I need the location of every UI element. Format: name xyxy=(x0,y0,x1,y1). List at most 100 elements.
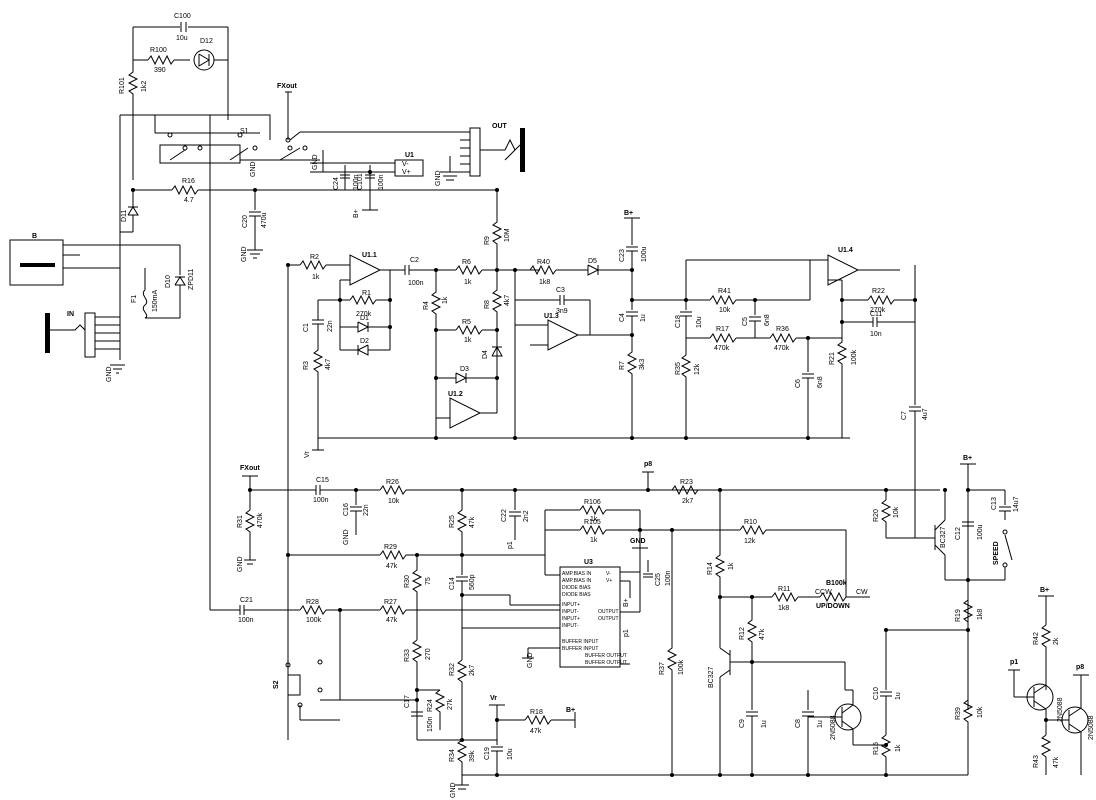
r32-label: R32 xyxy=(449,663,456,676)
clipper-section: R6 1k R4 1k R5 1k D3 U1.2 R9 10M R8 4k7 … xyxy=(423,190,632,438)
fxout-mid-label: FXout xyxy=(240,465,260,472)
c25-label: C25 xyxy=(655,573,662,586)
r43-value: 47k xyxy=(1053,756,1060,768)
c8-value: 1u xyxy=(817,720,824,728)
c12-label: C12 xyxy=(955,527,962,540)
r29-label: R29 xyxy=(384,544,397,551)
r31-label: R31 xyxy=(237,515,244,528)
gnd-label-in: GND xyxy=(106,366,113,382)
c16-label: C16 xyxy=(343,503,350,516)
gnd-label-c20: GND xyxy=(241,246,248,262)
b100k-label: B100k xyxy=(826,580,847,587)
c9-value: 1u xyxy=(761,720,768,728)
c11-label: C11 xyxy=(870,311,882,318)
c22-label: C22 xyxy=(501,509,508,522)
c17-label: C17 xyxy=(404,695,411,708)
bplus-label-4: B+ xyxy=(566,707,575,714)
r33-label: R33 xyxy=(404,649,411,662)
q-2n5088-label-1: 2N5088 xyxy=(830,715,837,740)
r16-value: 4.7 xyxy=(184,197,194,204)
r5-label: R5 xyxy=(462,319,471,326)
c15-label: C15 xyxy=(316,477,329,484)
r16-label: R16 xyxy=(182,178,195,185)
r26-value: 10k xyxy=(388,498,400,505)
r30-value: 75 xyxy=(425,577,432,585)
bplus-label-3: B+ xyxy=(623,598,630,607)
r17-value: 470k xyxy=(714,345,730,352)
s1-label: S1 xyxy=(240,128,249,135)
r27-value: 47k xyxy=(386,617,398,624)
d10-value: ZPD11 xyxy=(188,269,195,290)
r24-value: 27k xyxy=(447,698,454,710)
r29-value: 47k xyxy=(386,563,398,570)
updown-label: UP/DOWN xyxy=(816,603,850,610)
r37-value: 100k xyxy=(678,659,685,675)
c101-label: C101 xyxy=(357,173,364,190)
u1-1-opamp xyxy=(349,254,382,286)
out-label: OUT xyxy=(492,123,508,130)
u1-vminus: V- xyxy=(402,161,409,168)
r15-label: R15 xyxy=(873,742,880,755)
gnd-label-out: GND xyxy=(435,170,442,186)
r34-value: 39k xyxy=(469,750,476,762)
f1-label: F1 xyxy=(131,295,138,303)
r33-value: 270 xyxy=(425,648,432,660)
gnd-label-u3: GND xyxy=(630,538,646,545)
r37-label: R37 xyxy=(659,662,666,675)
u1-3-opamp xyxy=(547,319,580,351)
c19-label: C19 xyxy=(484,747,491,760)
p1-label-b: p1 xyxy=(623,629,630,637)
c13-label: C13 xyxy=(991,497,998,510)
d3-label: D3 xyxy=(460,366,469,373)
r25-value: 47k xyxy=(469,516,476,528)
r32-value: 2k7 xyxy=(469,665,476,676)
c100-value: 10u xyxy=(176,35,188,42)
r20-label: R20 xyxy=(873,509,880,522)
r5-value: 1k xyxy=(464,337,472,344)
c9-label: C9 xyxy=(739,719,746,728)
r14-label: R14 xyxy=(707,562,714,575)
speed-label: SPEED xyxy=(993,541,1000,565)
r42-label: R42 xyxy=(1033,632,1040,645)
r19-label: R19 xyxy=(955,609,962,622)
b-label: B xyxy=(32,233,37,240)
bplus-label-5: B+ xyxy=(963,455,972,462)
r2-label: R2 xyxy=(310,254,319,261)
d4-label: D4 xyxy=(482,350,489,359)
c21-value: 100n xyxy=(238,617,254,624)
r20-value: 10k xyxy=(893,506,900,518)
bplus-label-2: B+ xyxy=(624,210,633,217)
r39-value: 10k xyxy=(977,706,984,718)
r101-label: R101 xyxy=(119,77,126,94)
c4-value: 1u xyxy=(640,314,647,322)
u3-label: U3 xyxy=(584,559,593,566)
u3-pin-input-minus-1: INPUT- xyxy=(562,609,579,615)
c14-label: C14 xyxy=(449,577,456,590)
c100-label: C100 xyxy=(174,13,191,20)
junction-dots xyxy=(248,170,1048,777)
c20-value: 470u xyxy=(261,212,268,228)
r106-label: R106 xyxy=(584,499,601,506)
f1-value: 150mA xyxy=(152,289,159,312)
c10-label: C10 xyxy=(873,687,880,700)
u3-ic xyxy=(559,566,621,668)
r10-value: 12k xyxy=(744,538,756,545)
r105-value: 1k xyxy=(590,537,598,544)
u3-pin-buffer-output-1: BUFFER OUTPUT xyxy=(585,653,627,659)
top-power-section: C100 10u R100 390 D12 R101 1k2 S1 GND xyxy=(9,13,525,610)
r4-value: 1k xyxy=(442,296,449,304)
bplus-label-1: B+ xyxy=(353,209,360,218)
r30-label: R30 xyxy=(404,575,411,588)
r23-label: R23 xyxy=(680,479,693,486)
r11-value: 1k8 xyxy=(778,605,789,612)
p1-label-a: p1 xyxy=(507,541,514,549)
c2-value: 100n xyxy=(408,280,424,287)
c1-value: 22n xyxy=(327,320,334,332)
r12-value: 47k xyxy=(759,628,766,640)
r21-label: R21 xyxy=(829,352,836,365)
r10-label: R10 xyxy=(744,519,757,526)
r2-value: 1k xyxy=(312,274,320,281)
u3-pin-diode-bias-1: DIODE BIAS xyxy=(562,585,591,591)
r34-label: R34 xyxy=(449,749,456,762)
